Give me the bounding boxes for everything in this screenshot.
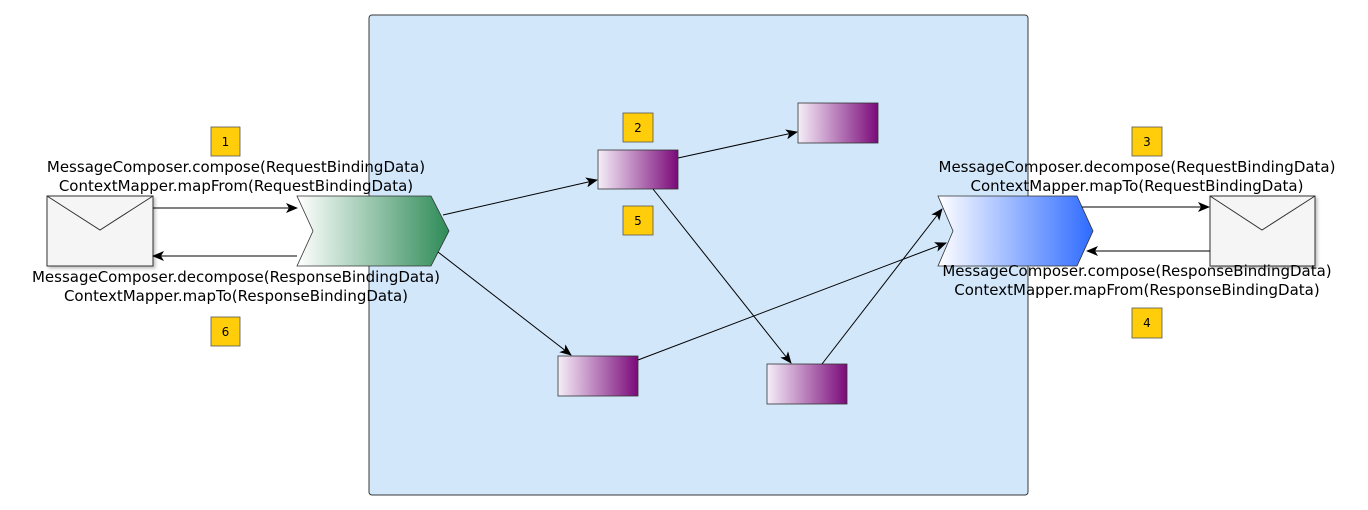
badge-6-text: 6 xyxy=(222,325,230,339)
right-message-envelope-icon xyxy=(1209,195,1316,267)
arrow-box-bottomleft-to-outbound xyxy=(637,242,947,361)
arrow-box-top-to-box-topright xyxy=(677,129,798,159)
badge-5-text: 5 xyxy=(634,214,642,228)
badge-1: 1 xyxy=(210,126,241,157)
badge-5: 5 xyxy=(622,205,654,236)
badge-3: 3 xyxy=(1131,126,1163,157)
badge-4: 4 xyxy=(1131,307,1163,339)
arrow-box-bottomright-to-outbound xyxy=(821,208,943,365)
badge-4-text: 4 xyxy=(1143,316,1151,330)
arrow-inbound-to-box-top xyxy=(442,177,598,216)
activity-box-top-center[interactable] xyxy=(597,149,679,190)
badge-6: 6 xyxy=(210,316,241,347)
arrow-inbound-to-box-bottom xyxy=(437,251,572,356)
activity-box-bottom-right[interactable] xyxy=(766,363,848,405)
arrow-box-top-to-box-bottomright xyxy=(652,188,792,364)
right-bottom-label-line1: MessageComposer.compose(ResponseBindingD… xyxy=(942,262,1331,280)
left-top-label-line1: MessageComposer.compose(RequestBindingDa… xyxy=(47,158,425,176)
left-bottom-label-line2: ContextMapper.mapTo(ResponseBindingData) xyxy=(64,287,408,305)
badge-3-text: 3 xyxy=(1143,135,1151,149)
left-message-envelope-icon xyxy=(46,195,154,267)
badge-2: 2 xyxy=(622,112,654,143)
right-top-label-line1: MessageComposer.decompose(RequestBinding… xyxy=(939,158,1336,176)
badge-1-text: 1 xyxy=(222,135,230,149)
badge-2-text: 2 xyxy=(634,121,642,135)
inbound-binding-chevron[interactable] xyxy=(296,195,450,267)
right-top-label-line2: ContextMapper.mapTo(RequestBindingData) xyxy=(971,177,1304,195)
activity-box-bottom-left[interactable] xyxy=(557,355,639,397)
activity-box-top-right[interactable] xyxy=(797,102,879,144)
process-container xyxy=(368,14,1029,496)
right-bottom-label-line2: ContextMapper.mapFrom(ResponseBindingDat… xyxy=(954,281,1319,299)
left-top-label-line2: ContextMapper.mapFrom(RequestBindingData… xyxy=(59,177,413,195)
left-bottom-label-line1: MessageComposer.decompose(ResponseBindin… xyxy=(32,268,440,286)
outbound-binding-chevron[interactable] xyxy=(937,195,1094,267)
